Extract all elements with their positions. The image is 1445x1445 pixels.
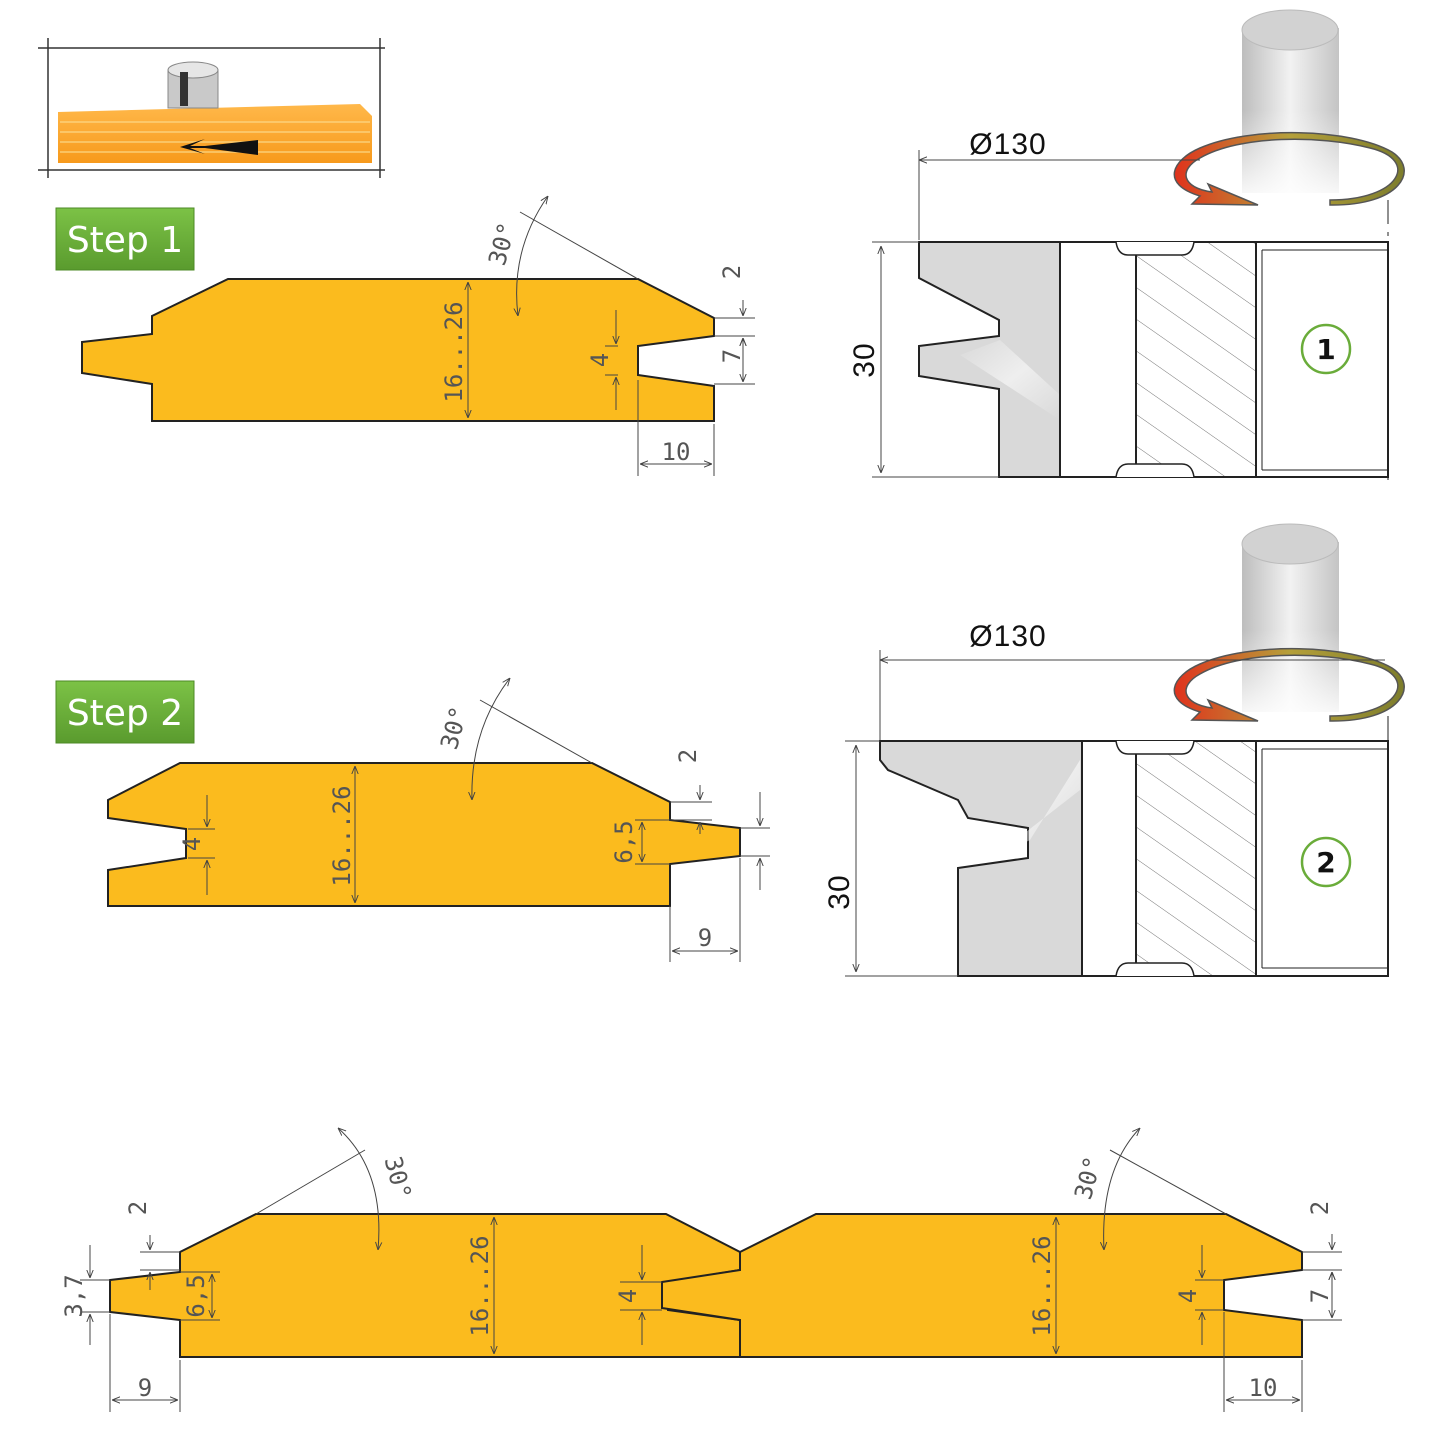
assembly-right-groove-depth-dim: 10	[1249, 1374, 1278, 1402]
assembly-right-groove-dim: 4	[1174, 1289, 1202, 1303]
cutter-1-height-dim: 30	[848, 342, 881, 377]
step-1-lip-offset-dim: 2	[718, 265, 746, 279]
cutter-2-label: 2	[1316, 846, 1335, 879]
step-1-board	[81, 278, 715, 422]
assembly-right-angle-dim: 30°	[1069, 1153, 1107, 1202]
assembly-left-tongue-tip-dim: 3,7	[60, 1274, 88, 1317]
step-1-groove-width-dim: 4	[586, 353, 614, 367]
step-2-lip-offset-dim: 2	[674, 749, 702, 763]
step-2-thickness-dim: 16...26	[328, 785, 356, 886]
assembly-board-right	[661, 1213, 1303, 1358]
step-2-angle-dim: 30°	[435, 703, 473, 752]
step-1-groove-depth-dim: 10	[662, 438, 691, 466]
assembly-profile: 16...26 30° 16...26 30° 4 4 2 7 10 2 6,5…	[60, 1128, 1342, 1412]
assembly-right-groove-offset-dim: 7	[1306, 1289, 1334, 1303]
cutter-2-diameter-dim: Ø130	[969, 620, 1046, 653]
assembly-right-thickness-dim: 16...26	[1028, 1235, 1056, 1336]
step-2-label: Step 2	[67, 693, 183, 734]
step-2-badge: Step 2	[55, 680, 195, 744]
cutter-2-height-dim: 30	[823, 874, 856, 909]
assembly-left-angle-dim: 30°	[379, 1153, 417, 1202]
cutter-2: Ø130 2 30	[823, 523, 1405, 980]
step-1-angle-dim: 30°	[483, 219, 521, 268]
cutter-1: Ø130 1 30	[848, 9, 1405, 480]
step-2-tongue-height-dim: 6,5	[610, 820, 638, 863]
assembly-right-lip-dim: 2	[1306, 1201, 1334, 1215]
assembly-mid-groove-dim: 4	[614, 1289, 642, 1303]
router-workpiece-icon	[38, 38, 385, 178]
assembly-left-thickness-dim: 16...26	[466, 1235, 494, 1336]
rotation-arrow-icon	[1173, 647, 1405, 722]
step-2-board	[107, 762, 741, 907]
cutter-1-diameter-dim: Ø130	[969, 128, 1046, 161]
step-1-label: Step 1	[67, 220, 183, 261]
step-2-groove-width-dim: 4	[178, 837, 206, 851]
step-1-profile: 16...26 30° 4 2 7 10	[81, 196, 755, 476]
assembly-left-tongue-length-dim: 9	[138, 1374, 152, 1402]
cutter-1-label: 1	[1316, 333, 1335, 366]
cutter-2-knife	[879, 740, 1083, 977]
step-2-tongue-length-dim: 9	[698, 924, 712, 952]
step-1-groove-offset-dim: 7	[718, 349, 746, 363]
assembly-left-lip-dim: 2	[124, 1201, 152, 1215]
assembly-left-tongue-height-dim: 6,5	[182, 1274, 210, 1317]
rotation-arrow-icon	[1173, 131, 1405, 206]
step-1-badge: Step 1	[55, 207, 195, 271]
step-2-profile: 16...26 30° 4 2 6,5 9	[107, 678, 770, 962]
step-1-thickness-dim: 16...26	[440, 301, 468, 402]
